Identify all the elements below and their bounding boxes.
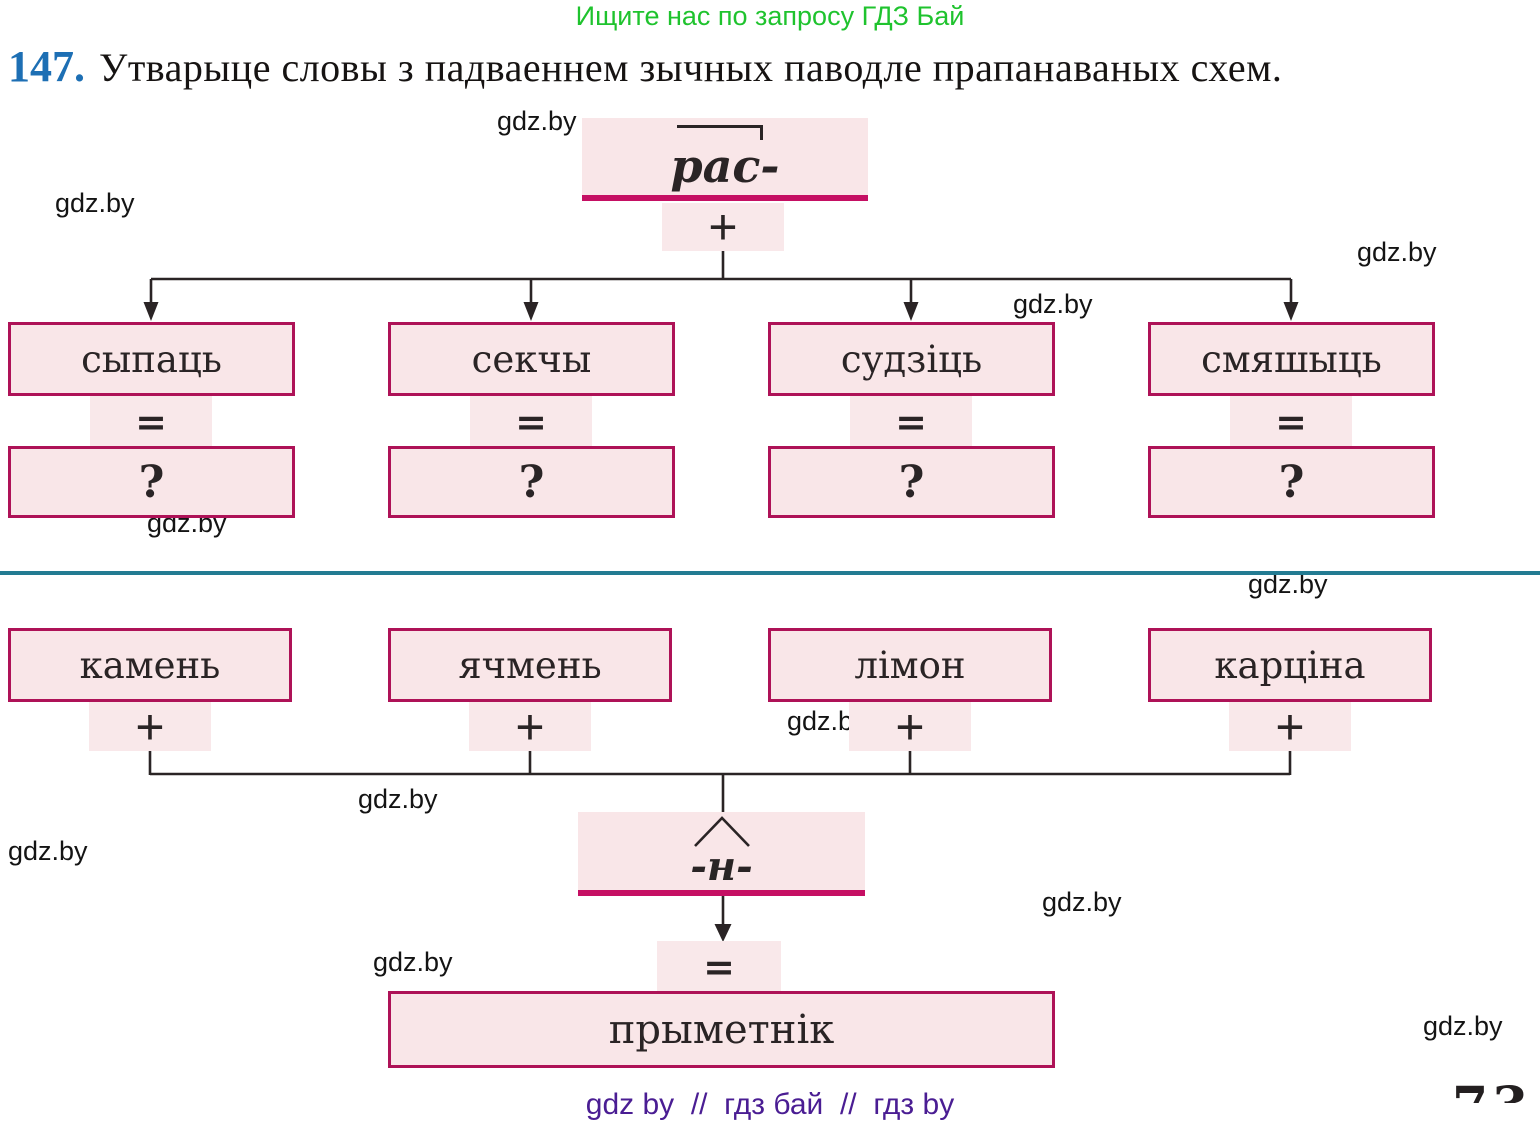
promo-banner: Ищите нас по запросу ГДЗ Бай [575, 1, 965, 31]
plus-connector: + [849, 699, 971, 755]
question-box: ? [8, 446, 295, 518]
gdz-watermark: gdz.by [497, 106, 577, 136]
gdz-watermark: gdz.by [1042, 887, 1122, 917]
base-word-box: лімон [768, 628, 1052, 702]
section-divider [0, 571, 1540, 575]
plus-connector: + [469, 699, 591, 755]
base-word-box: секчы [388, 322, 675, 396]
base-word-box: сыпаць [8, 322, 295, 396]
base-word-box: смяшыць [1148, 322, 1435, 396]
base-word-box: карціна [1148, 628, 1432, 702]
exercise-text: Утварыце словы з падваеннем зычных павод… [99, 45, 1283, 90]
suffix-label: -н- [690, 843, 753, 890]
prefix-mark-icon [677, 124, 763, 140]
equals-connector: = [470, 396, 592, 446]
suffix-box: -н- [578, 812, 865, 890]
question-box: ? [768, 446, 1055, 518]
suffix-underline [578, 890, 865, 896]
question-box: ? [1148, 446, 1435, 518]
equals-connector: = [850, 396, 972, 446]
plus-connector: + [89, 699, 211, 755]
equals-connector: = [1230, 396, 1352, 446]
prefix-underline [582, 195, 868, 201]
prefix-label: рас- [670, 138, 780, 193]
gdz-watermark: gdz.by [1423, 1011, 1503, 1041]
equals-connector: = [657, 941, 781, 991]
base-word-box: камень [8, 628, 292, 702]
equals-connector: = [90, 396, 212, 446]
plus-connector: + [662, 199, 784, 255]
footer-credits: gdz by // гдз бай // гдз by [585, 1088, 955, 1121]
gdz-watermark: gdz.by [358, 784, 438, 814]
exercise-task: 147. Утварыце словы з падваеннем зычных п… [8, 41, 1282, 92]
question-box: ? [388, 446, 675, 518]
gdz-watermark: gdz.by [1357, 237, 1437, 267]
prefix-box: рас- [582, 118, 868, 195]
gdz-watermark: gdz.by [373, 947, 453, 977]
base-word-box: ячмень [388, 628, 672, 702]
page-number: 73 [1452, 1083, 1540, 1103]
exercise-number: 147. [8, 42, 85, 91]
base-word-box: судзіць [768, 322, 1055, 396]
gdz-watermark: gdz.by [8, 836, 88, 866]
plus-connector: + [1229, 699, 1351, 755]
result-word-box: прыметнік [388, 991, 1055, 1068]
gdz-watermark: gdz.by [1013, 289, 1093, 319]
suffix-caret-icon [693, 816, 750, 847]
gdz-watermark: gdz.by [55, 188, 135, 218]
